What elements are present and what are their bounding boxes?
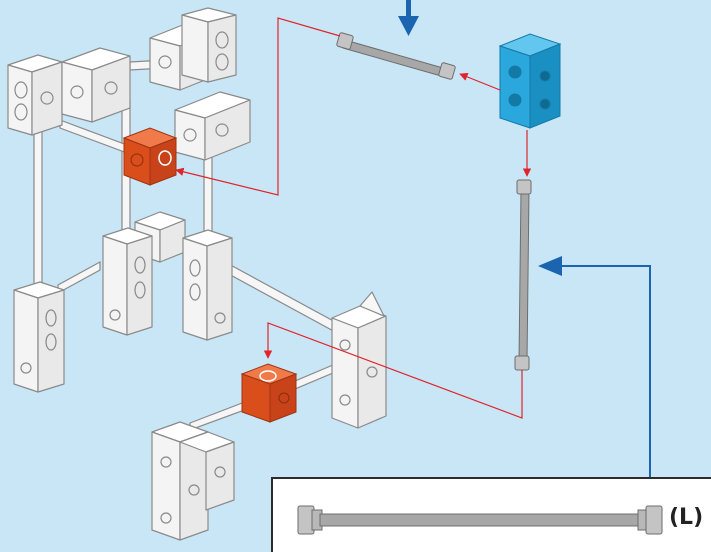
white-cube-block xyxy=(13,281,65,393)
left-arrow xyxy=(538,256,651,478)
frame-structure xyxy=(7,7,387,541)
white-cube-block xyxy=(102,227,153,336)
white-cube-block xyxy=(181,7,237,83)
part-inset xyxy=(271,477,711,552)
arrow-blue-to-rod xyxy=(459,72,501,91)
part-size-label: (L) xyxy=(669,505,704,530)
gray-rod xyxy=(514,179,532,371)
white-cube-blocks xyxy=(7,7,387,541)
blue-cube-connector xyxy=(498,33,562,129)
arrow-to-upper-orange xyxy=(175,17,341,196)
white-cube-block xyxy=(61,47,131,123)
gray-rod-long xyxy=(297,505,663,535)
white-cube-block xyxy=(179,431,235,511)
gray-rod xyxy=(336,32,456,80)
down-arrow xyxy=(398,0,419,36)
white-cube-block xyxy=(7,54,63,136)
white-cube-block xyxy=(331,291,387,429)
orange-cube-connector xyxy=(240,363,298,423)
arrow-to-lower-orange xyxy=(263,322,523,419)
assembly-arrows xyxy=(175,17,532,419)
white-cube-block xyxy=(151,421,209,541)
white-cube-block xyxy=(174,91,251,161)
orange-cube-connector xyxy=(122,127,178,186)
white-cube-block xyxy=(182,229,233,341)
